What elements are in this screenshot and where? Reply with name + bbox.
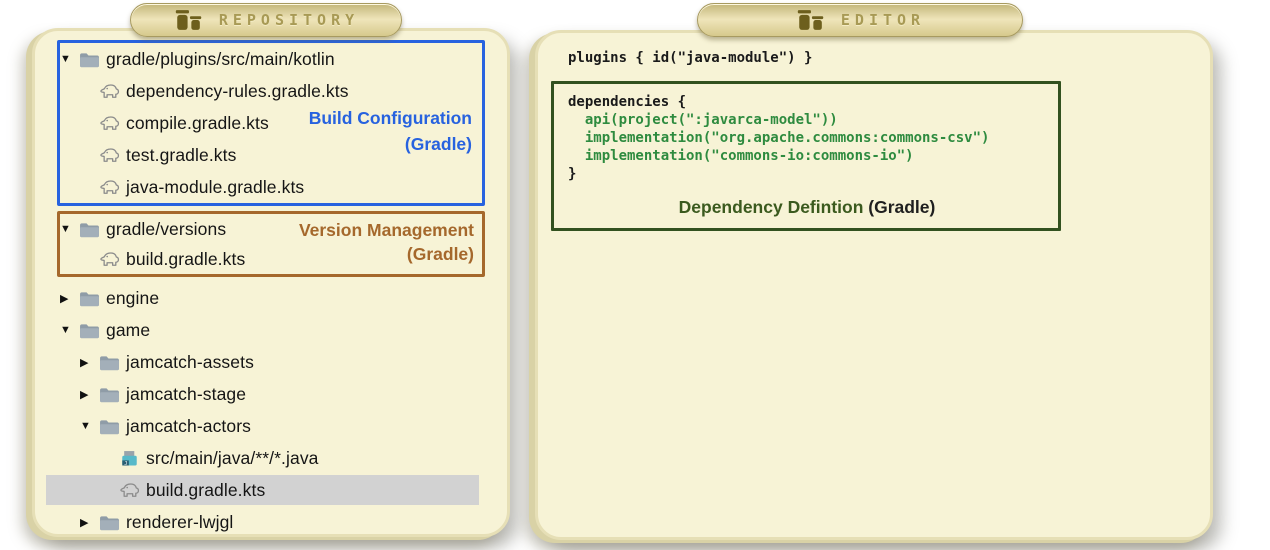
brown-annotation-label: Version Management(Gradle) [298,220,474,264]
jam-jars-icon [797,9,824,30]
folder-icon-wrap [99,514,120,531]
code-line: dependencies { [568,94,687,110]
tree-row-label: build.gradle.kts [126,248,246,269]
tree-row[interactable]: ▼ jamcatch-actors [60,410,497,442]
folder-icon-wrap [99,386,120,403]
code-line: api(project(":javarca-model")) [568,112,838,128]
code-line: implementation("org.apache.commons:commo… [568,130,990,146]
tree-row[interactable]: ▶ jamcatch-stage [60,378,497,410]
tree-row[interactable]: ▶ jamcatch-assets [60,346,497,378]
brown-annotation-box: Version Management(Gradle) ▼ gradle/versio… [57,211,485,277]
gradle-elephant-icon [100,251,120,266]
gradle-elephant-icon [100,83,120,98]
expander-open-icon[interactable]: ▼ [60,324,71,336]
tree-row[interactable]: java-module.gradle.kts [60,171,482,203]
gradle-elephant-icon [100,115,120,130]
folder-icon-wrap [79,290,100,307]
expander-closed-icon[interactable]: ▶ [80,388,89,401]
gradle-icon-wrap [99,115,120,132]
tree-row-label: build.gradle.kts [146,479,266,500]
folder-icon [80,52,99,67]
tree-row[interactable]: ▼ gradle/versions [60,214,482,244]
tree-row-label: compile.gradle.kts [126,112,269,133]
tree-row[interactable]: ▼ gradle/plugins/src/main/kotlin [60,43,482,75]
tree-row[interactable]: build.gradle.kts [46,474,497,506]
folder-icon [80,222,99,237]
tree-row[interactable]: ▼ game [60,314,497,346]
code-line: implementation("commons-io:commons-io") [568,148,914,164]
folder-icon [100,419,119,434]
code-line: } [568,166,577,182]
gradle-elephant-icon [100,147,120,162]
java-icon-wrap: J [119,450,140,467]
tree-row-label: src/main/java/**/*.java [146,447,319,468]
gradle-icon-wrap [99,179,120,196]
tree-row-label: engine [106,287,160,308]
tree-row[interactable]: dependency-rules.gradle.kts [60,75,482,107]
folder-icon-wrap [79,322,100,339]
tree-row-label: jamcatch-stage [126,383,247,404]
editor-panel: plugins { id("java-module") } dependenci… [535,30,1213,540]
repository-panel: Build Configuration(Gradle) ▼ gradle/plugi… [32,28,510,537]
folder-icon [100,515,119,530]
editor-tab-label: EDITOR [840,11,926,29]
tab-editor[interactable]: EDITOR [697,3,1023,37]
gradle-elephant-icon [100,179,120,194]
dependency-caption-suffix: (Gradle) [863,197,936,217]
dependency-caption: Dependency Defintion (Gradle) [568,197,1046,218]
tree-row-label: jamcatch-actors [126,415,252,436]
gradle-elephant-icon [120,482,140,497]
folder-icon-wrap [99,354,120,371]
tree-row-label: gradle/plugins/src/main/kotlin [106,48,335,69]
folder-icon-wrap [79,221,100,238]
tree-row-label: renderer-lwjgl [126,511,234,532]
tab-repository[interactable]: REPOSITORY [130,3,402,37]
svg-text:J: J [124,460,127,466]
blue-annotation-label: Build Configuration(Gradle) [308,108,472,154]
java-class-icon: J [122,450,137,466]
dependency-caption-title: Dependency Defintion [678,197,864,217]
folder-icon [80,291,99,306]
tree-row[interactable]: build.gradle.kts [60,244,482,274]
tree-row-label: gradle/versions [106,218,227,239]
folder-icon [100,355,119,370]
tree-row-label: test.gradle.kts [126,144,237,165]
tree-row-label: dependency-rules.gradle.kts [126,80,349,101]
expander-open-icon[interactable]: ▼ [80,420,91,432]
tree-row[interactable]: compile.gradle.kts [60,107,482,139]
gradle-icon-wrap [99,251,120,268]
dependency-code-box: dependencies { api(project(":javarca-mod… [551,81,1061,231]
file-tree: Build Configuration(Gradle) ▼ gradle/plugi… [45,40,497,538]
folder-icon [80,323,99,338]
repository-tab-label: REPOSITORY [218,11,360,29]
tree-plain-rows: ▶ engine ▼ game ▶ jamcatch-assets ▶ jamcatch-st… [45,282,497,538]
gradle-icon-wrap [99,147,120,164]
expander-closed-icon[interactable]: ▶ [80,356,89,369]
expander-open-icon[interactable]: ▼ [60,223,71,235]
tree-row[interactable]: ▶ renderer-lwjgl [60,506,497,538]
tree-row[interactable]: test.gradle.kts [60,139,482,171]
folder-icon-wrap [99,418,120,435]
folder-icon [100,387,119,402]
expander-closed-icon[interactable]: ▶ [80,516,89,529]
dependency-code-lines: dependencies { api(project(":javarca-mod… [568,93,1046,183]
folder-icon-wrap [79,51,100,68]
plugins-code-line: plugins { id("java-module") } [568,50,813,66]
jam-jars-icon [175,9,202,30]
tree-row-label: java-module.gradle.kts [126,176,305,197]
blue-annotation-box: Build Configuration(Gradle) ▼ gradle/plugi… [57,40,485,206]
tree-row[interactable]: ▶ engine [60,282,497,314]
expander-closed-icon[interactable]: ▶ [60,292,69,305]
gradle-icon-wrap [119,482,140,499]
tree-row-label: game [106,319,151,340]
expander-open-icon[interactable]: ▼ [60,53,71,65]
tree-row-label: jamcatch-assets [126,351,254,372]
gradle-icon-wrap [99,83,120,100]
